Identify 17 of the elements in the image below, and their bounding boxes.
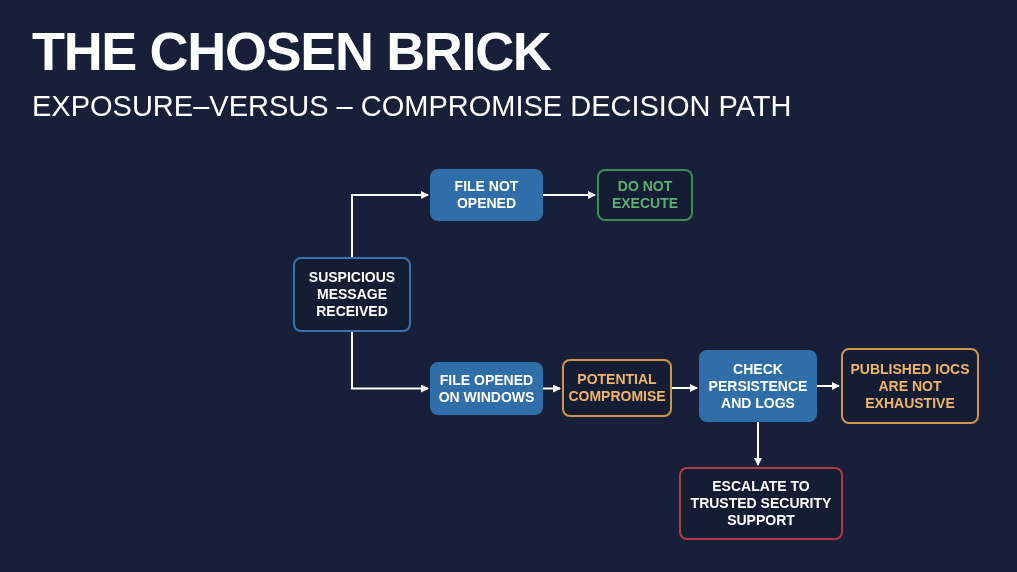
warning-box: POTENTIAL COMPROMISE xyxy=(562,359,672,417)
arrow xyxy=(671,384,698,392)
arrow xyxy=(816,382,840,390)
arrow xyxy=(351,331,429,393)
start-box: SUSPICIOUS MESSAGE RECEIVED xyxy=(293,257,411,332)
process-box: FILE NOT OPENED xyxy=(430,169,543,221)
arrow xyxy=(351,191,429,258)
arrow xyxy=(542,384,561,393)
escalation-box: ESCALATE TO TRUSTED SECURITY SUPPORT xyxy=(679,467,843,540)
warning-box: PUBLISHED IOCS ARE NOT EXHAUSTIVE xyxy=(841,348,979,424)
outcome-box: DO NOT EXECUTE xyxy=(597,169,693,221)
title: THE CHOSEN BRICK xyxy=(32,24,552,78)
subtitle: EXPOSURE–VERSUS – COMPROMISE DECISION PATH xyxy=(32,92,792,121)
arrow xyxy=(542,191,596,199)
process-box: FILE OPENED ON WINDOWS xyxy=(430,362,543,415)
arrow xyxy=(754,421,762,466)
process-box: CHECK PERSISTENCE AND LOGS xyxy=(699,350,817,422)
